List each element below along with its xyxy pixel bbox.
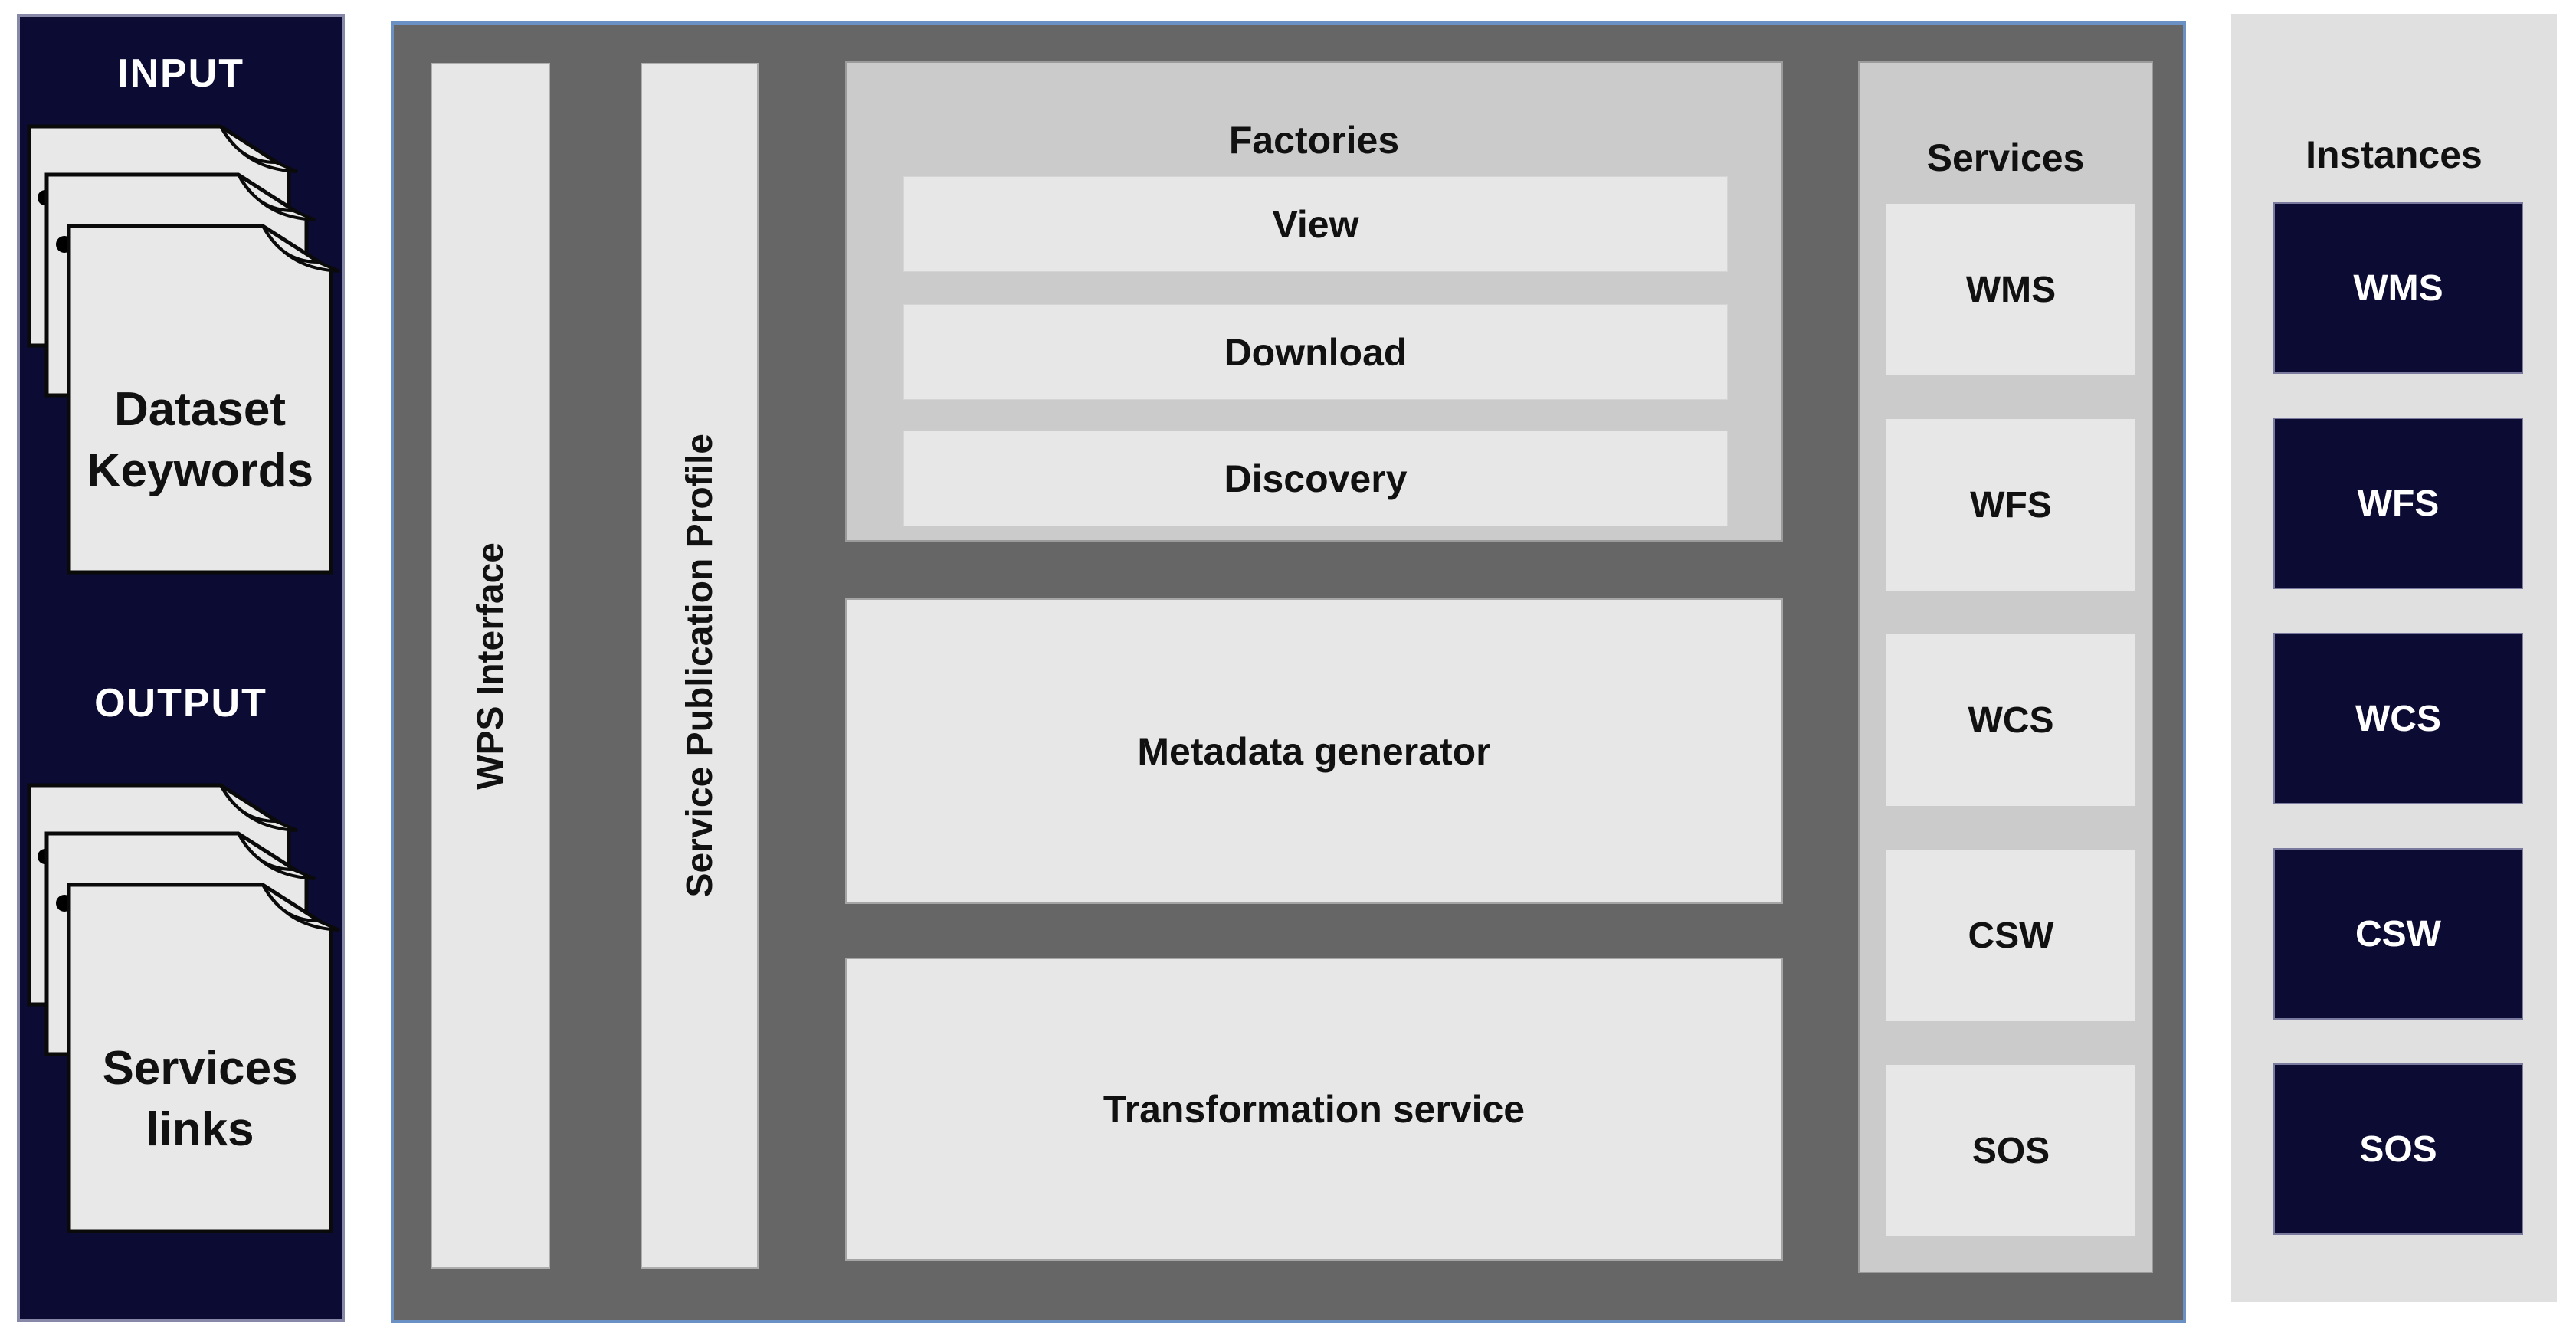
wps-interface-label: WPS Interface (470, 542, 511, 790)
document-page-icon (67, 883, 340, 1233)
metadata-generator-box: Metadata generator (845, 598, 1783, 904)
input-title: INPUT (117, 51, 244, 96)
service-wcs-box: WCS (1886, 634, 2135, 806)
instance-sos-box: SOS (2273, 1063, 2523, 1235)
input-document-stack: Dataset Keywords (27, 124, 340, 576)
service-sos-box: SOS (1886, 1065, 2135, 1236)
publication-engine-panel: WPS Interface Service Publication Profil… (391, 21, 2186, 1323)
io-panel: INPUT Dataset Keywords OUTPUT (17, 14, 345, 1322)
transformation-service-box: Transformation service (845, 958, 1783, 1261)
factories-group: Factories View Download Discovery (845, 61, 1783, 542)
services-group: Services WMS WFS WCS CSW SOS (1858, 61, 2153, 1273)
service-publication-profile-bar: Service Publication Profile (641, 63, 759, 1269)
document-page-icon (67, 224, 340, 575)
service-wms-box: WMS (1886, 204, 2135, 375)
instance-wfs-box: WFS (2273, 418, 2523, 589)
services-title: Services (1926, 136, 2085, 179)
factory-download-box: Download (903, 304, 1728, 400)
input-document-label: Dataset Keywords (86, 383, 314, 497)
wps-interface-bar: WPS Interface (431, 63, 550, 1269)
instance-wms-box: WMS (2273, 202, 2523, 374)
output-document-label: Services links (102, 1042, 298, 1156)
factory-view-box: View (903, 176, 1728, 272)
factory-discovery-box: Discovery (903, 431, 1728, 526)
instance-csw-box: CSW (2273, 848, 2523, 1020)
output-document-stack: Services links (27, 783, 340, 1235)
output-title: OUTPUT (94, 681, 267, 725)
instances-panel: Instances WMS WFS WCS CSW SOS (2231, 14, 2557, 1302)
service-wfs-box: WFS (1886, 419, 2135, 591)
instances-title: Instances (2306, 133, 2483, 176)
service-publication-profile-label: Service Publication Profile (679, 434, 720, 898)
instance-wcs-box: WCS (2273, 633, 2523, 804)
service-csw-box: CSW (1886, 850, 2135, 1021)
factories-title: Factories (1228, 119, 1400, 162)
